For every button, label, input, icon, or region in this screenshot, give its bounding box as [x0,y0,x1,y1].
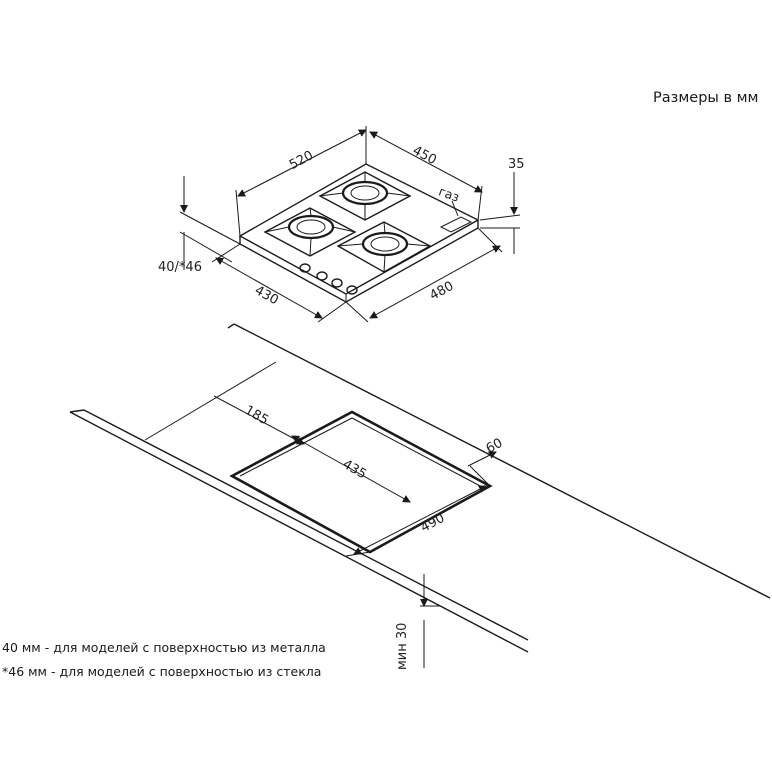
dim-cutout-depth: 490 [418,511,447,536]
note-metal: 40 мм - для моделей с поверхностью из ме… [2,640,326,655]
hob-drawing [179,126,521,323]
gas-label: газ [437,183,462,204]
dim-edge-offset: 60 [484,436,506,457]
units-label: Размеры в мм [653,90,759,106]
control-knobs [299,263,358,295]
dim-hob-front-depth: 480 [427,279,456,304]
dim-hob-width: 450 [410,143,439,168]
burner-left [263,207,357,257]
dim-hob-depth: 520 [287,148,316,173]
countertop-drawing [69,323,771,668]
dim-hob-height: 35 [508,157,525,172]
dim-hob-thickness: 40/*46 [158,260,202,275]
dim-min-thickness: мин 30 [395,623,410,670]
gas-connector [439,216,473,233]
dim-hob-front-width: 430 [252,283,281,308]
dim-cutout-width: 435 [340,457,369,482]
note-glass: *46 мм - для моделей с поверхностью из с… [2,664,322,679]
